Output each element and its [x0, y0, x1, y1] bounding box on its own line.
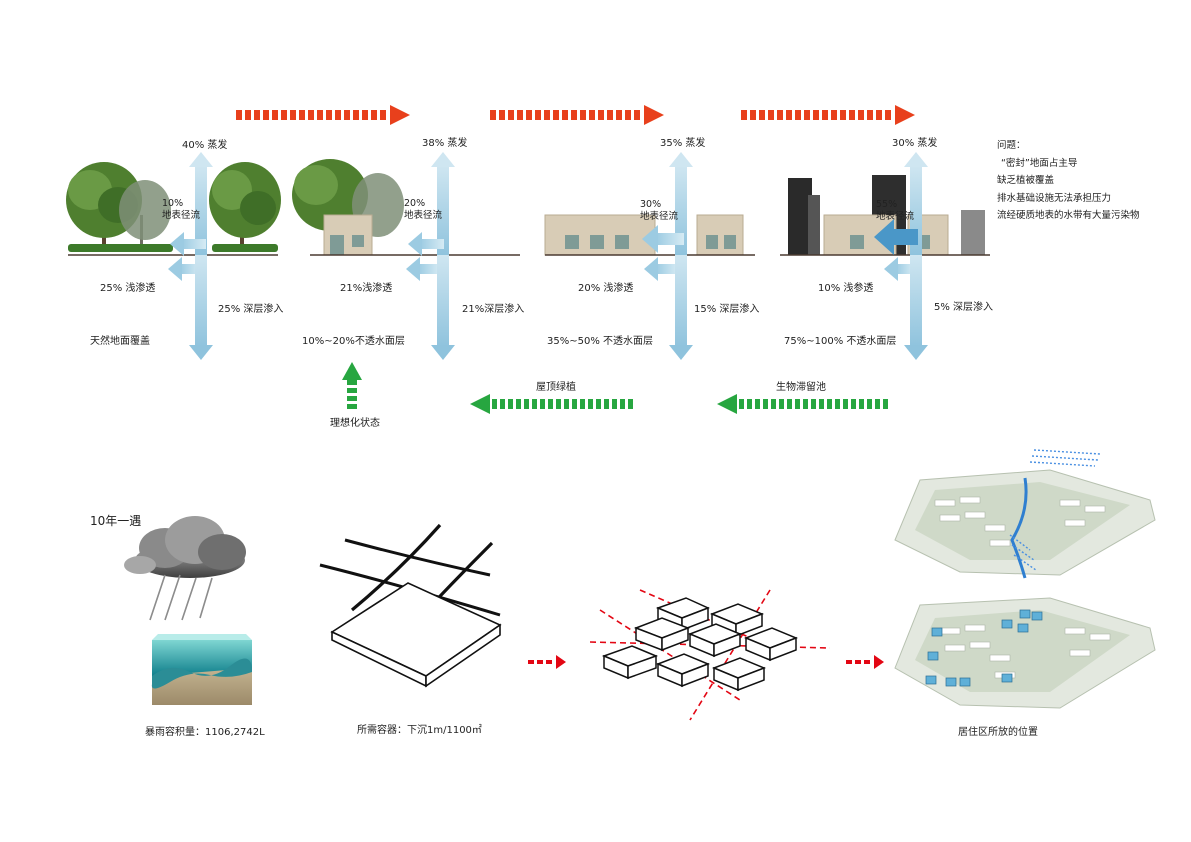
container-grid-diagram — [589, 589, 831, 721]
site-plan-bottom — [894, 597, 1156, 709]
panel-mid-impervious — [544, 152, 755, 360]
issue-item: 流经硬质地表的水带有大量污染物 — [997, 210, 1140, 221]
green-left-arrow-roof — [470, 394, 633, 414]
green-left-arrow-bio — [717, 394, 888, 414]
shallow-label-4: 10% 浅参透 — [818, 283, 874, 294]
shallow-label-2: 21%浅渗透 — [340, 283, 393, 294]
cover-label-3: 35%~50% 不透水面层 — [547, 336, 654, 347]
deep-label-2: 21%深层渗入 — [462, 304, 525, 315]
tree-cluster-icon — [66, 162, 281, 252]
issue-item: 排水基础设施无法承担压力 — [997, 192, 1112, 204]
grid-stroke-icon — [319, 523, 502, 688]
shallow-label-1: 25% 浅渗透 — [100, 283, 156, 294]
red-flow-arrows — [236, 105, 915, 125]
panel-natural-ground — [66, 152, 281, 360]
evaporation-label-3: 35% 蒸发 — [660, 138, 706, 149]
site-plan-top — [894, 449, 1156, 579]
deep-label-4: 5% 深层渗入 — [934, 302, 994, 313]
frequency-label: 10年一遇 — [90, 514, 142, 528]
green-up-arrow — [342, 362, 362, 409]
green-flow-arrows — [342, 362, 888, 414]
issues-title: 问题： — [997, 140, 1026, 151]
panel-low-impervious — [292, 152, 520, 360]
deep-label-3: 15% 深层渗入 — [694, 304, 760, 315]
shallow-label-3: 20% 浅渗透 — [578, 283, 634, 294]
red-dashed-arrow-3 — [741, 105, 915, 125]
placement-label: 居住区所放的位置 — [958, 727, 1038, 738]
tree-cluster-icon — [292, 159, 404, 251]
red-dashed-arrow-1 — [236, 105, 410, 125]
storm-volume-label: 暴雨容积量：1106,2742L — [145, 727, 265, 738]
runoff-label-2: 20% 地表径流 — [404, 198, 443, 221]
issues-list: 问题： “密封”地面占主导 缺乏植被覆盖 排水基础设施无法承担压力 流经硬质地表… — [997, 137, 1140, 225]
evaporation-label-2: 38% 蒸发 — [422, 138, 468, 149]
bioretention-label: 生物滞留池 — [776, 382, 826, 393]
ideal-state-label: 理想化状态 — [330, 418, 380, 429]
house-icon — [544, 214, 744, 256]
panel-high-impervious — [780, 152, 990, 360]
cover-label-2: 10%~20%不透水面层 — [302, 336, 405, 347]
house-icon — [323, 214, 373, 256]
runoff-label-3: 30% 地表径流 — [640, 199, 679, 222]
deep-label-1: 25% 深层渗入 — [218, 304, 284, 315]
runoff-label-4: 55% 地表径流 — [876, 199, 915, 222]
issue-item: “密封”地面占主导 — [1001, 157, 1078, 169]
runoff-label-1: 10% 地表径流 — [162, 198, 201, 221]
container-label: 所需容器：下沉1m/1100㎡ — [357, 725, 482, 736]
roof-greening-label: 屋顶绿植 — [536, 382, 576, 393]
soil-block-icon — [151, 634, 252, 705]
issue-item: 缺乏植被覆盖 — [997, 175, 1055, 186]
red-small-arrows — [528, 655, 884, 669]
evaporation-label-4: 30% 蒸发 — [892, 138, 938, 149]
cover-label-1: 天然地面覆盖 — [90, 336, 150, 347]
storm-cloud-icon — [124, 516, 246, 621]
red-dashed-arrow-2 — [490, 105, 664, 125]
evaporation-label-1: 40% 蒸发 — [182, 140, 228, 151]
cover-label-4: 75%~100% 不透水面层 — [784, 336, 897, 347]
